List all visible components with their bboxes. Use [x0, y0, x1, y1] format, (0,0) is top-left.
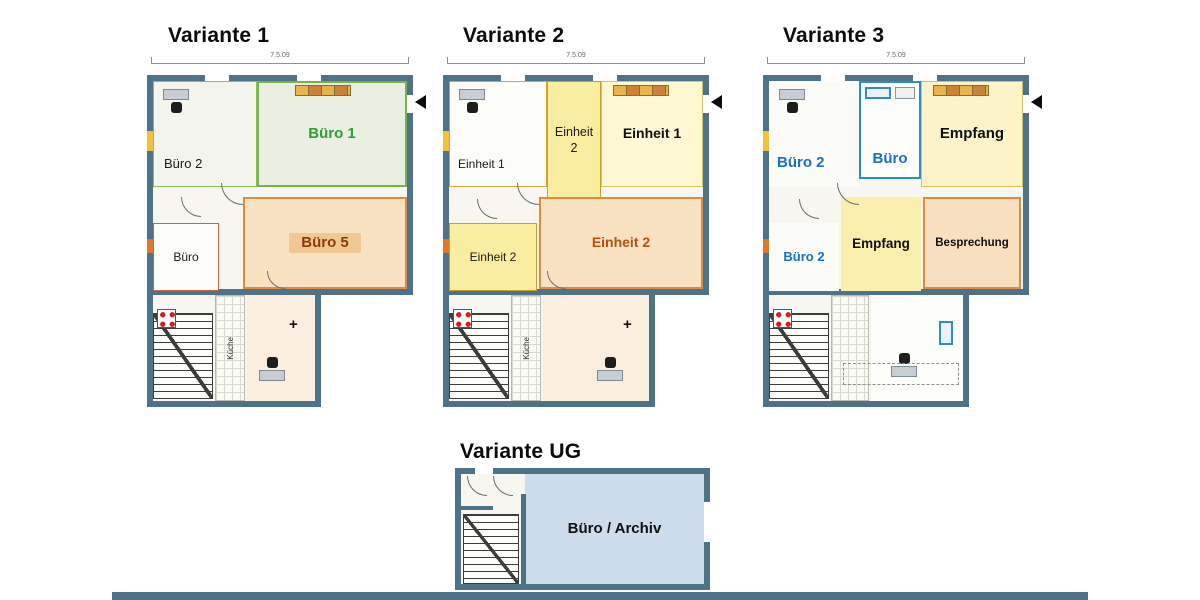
blue-cabinet-icon	[865, 87, 891, 99]
room-empfang-mid: Empfang	[841, 197, 921, 291]
room-label: Büro 1	[308, 124, 356, 142]
bottom-office	[871, 295, 963, 401]
stairs	[153, 313, 213, 399]
door-plus-icon: +	[289, 316, 298, 333]
desk-icon	[779, 89, 805, 113]
window-gap	[475, 468, 493, 474]
cabinet-row-icon	[613, 85, 669, 96]
entrance-arrow-icon	[711, 95, 722, 109]
variant2-title: Variante 2	[463, 24, 565, 47]
interior-wall	[461, 506, 493, 510]
floorplan-variante-2: Einheit 1 Einheit 2 Einheit 1 Einheit 2 …	[443, 75, 722, 407]
entrance-arrow-icon	[415, 95, 426, 109]
room-label: 2	[570, 141, 578, 155]
room-label: Einheit 1	[458, 157, 505, 171]
stairs	[463, 514, 519, 584]
bottom-office	[247, 295, 315, 401]
room-buero-1: Büro 1	[257, 81, 407, 187]
door-plus-icon: +	[623, 316, 632, 333]
kitchen-strip	[831, 295, 869, 401]
room-label: Einheit 2	[469, 249, 517, 264]
room-buero: Büro	[153, 223, 219, 291]
desk-icon	[597, 357, 623, 381]
stove-icon	[773, 309, 792, 328]
dashed-storage	[843, 363, 959, 385]
dimension-line: 7.5.09	[767, 52, 1025, 64]
room-label: Empfang	[852, 235, 910, 251]
page-edge-bar	[112, 592, 1088, 600]
room-label: Büro 2	[164, 155, 203, 171]
room-label: Besprechung	[935, 236, 1009, 249]
floorplan-variante-ug: Büro / Archiv	[455, 468, 710, 590]
window-gap	[501, 75, 525, 81]
room-label: Büro 2	[777, 154, 825, 172]
room-einheit-2-right: Einheit 2	[539, 197, 703, 289]
stairs	[769, 313, 829, 399]
cabinet-row-icon	[933, 85, 989, 96]
window-marker	[147, 131, 153, 151]
window-gap	[297, 75, 321, 81]
room-label: Empfang	[939, 124, 1005, 142]
room-buero-archiv: Büro / Archiv	[525, 474, 704, 584]
room-einheit-2-top: Einheit 2	[547, 81, 601, 201]
dimension-label: 7.5.09	[883, 52, 909, 59]
kitchen-label: Küche	[225, 336, 235, 360]
stove-icon	[453, 309, 472, 328]
variant1-title: Variante 1	[168, 24, 270, 47]
room-buero-2-mid: Büro 2	[769, 223, 839, 291]
variant3-title: Variante 3	[783, 24, 885, 47]
room-label: Büro 2	[783, 248, 825, 264]
dimension-label: 7.5.09	[563, 52, 589, 59]
dimension-line: 7.5.09	[447, 52, 705, 64]
room-besprechung: Besprechung	[923, 197, 1021, 289]
window-gap	[704, 502, 710, 542]
window-marker	[763, 239, 769, 253]
room-label: Einheit 1	[622, 125, 682, 142]
window-gap	[593, 75, 617, 81]
window-gap	[913, 75, 937, 81]
window-gap	[205, 75, 229, 81]
kitchen-strip: Küche	[511, 295, 541, 401]
room-label: Einheit 2	[591, 234, 651, 251]
floorplan-variante-1: Büro 2 Büro 1 Büro Büro 5 Küche +	[147, 75, 426, 407]
kitchen-strip: Küche	[215, 295, 245, 401]
cabinet-row-icon	[295, 85, 351, 96]
window-marker	[147, 239, 153, 253]
interior-wall	[521, 494, 526, 584]
blue-cabinet-icon	[939, 321, 953, 345]
room-buero-2: Büro 2	[153, 81, 257, 187]
room-label: Büro / Archiv	[567, 519, 662, 537]
stairs	[449, 313, 509, 399]
floorplan-variante-3: Büro 2 Büro Empfang Büro 2 Empfang Bespr…	[763, 75, 1042, 407]
stove-icon	[157, 309, 176, 328]
cabinet-icon	[895, 87, 915, 99]
entrance-door-gap	[407, 95, 413, 113]
room-label: Büro	[872, 150, 908, 168]
room-label: Einheit	[554, 125, 594, 140]
desk-icon	[259, 357, 285, 381]
desk-icon	[163, 89, 189, 113]
dimension-line: 7.5.09	[151, 52, 409, 64]
room-label: Büro 5	[289, 232, 361, 254]
entrance-door-gap	[1023, 95, 1029, 113]
window-marker	[443, 131, 449, 151]
room-empfang-top: Empfang	[921, 81, 1023, 187]
kitchen-label: Küche	[521, 336, 531, 360]
window-gap	[821, 75, 845, 81]
variant-ug-title: Variante UG	[460, 440, 582, 463]
entrance-door-gap	[703, 95, 709, 113]
entrance-arrow-icon	[1031, 95, 1042, 109]
room-label: Büro	[173, 249, 199, 264]
dimension-label: 7.5.09	[267, 52, 293, 59]
window-marker	[443, 239, 449, 253]
room-einheit-1-right: Einheit 1	[601, 81, 703, 187]
bottom-office	[543, 295, 649, 401]
desk-icon	[459, 89, 485, 113]
window-marker	[763, 131, 769, 151]
room-einheit-2-left: Einheit 2	[449, 223, 537, 291]
